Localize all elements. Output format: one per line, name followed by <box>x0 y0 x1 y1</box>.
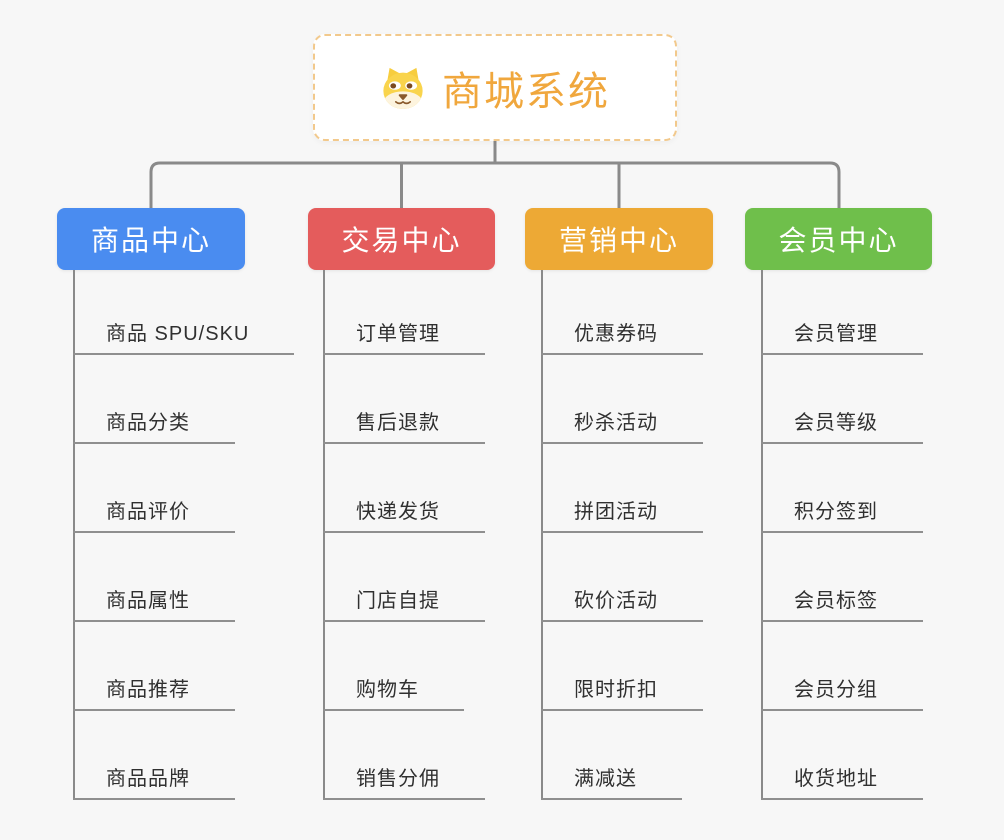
subtopic-node[interactable]: 拼团活动 <box>541 493 703 533</box>
branch-product-center[interactable]: 商品中心 <box>57 208 245 270</box>
subtopic-node[interactable]: 商品 SPU/SKU <box>73 315 295 355</box>
column-line-trade <box>323 270 325 800</box>
subtopic-node[interactable]: 会员标签 <box>761 582 923 622</box>
column-line-member <box>761 270 763 800</box>
subtopic-node[interactable]: 秒杀活动 <box>541 404 703 444</box>
subtopic-node[interactable]: 砍价活动 <box>541 582 703 622</box>
subtopic-node[interactable]: 销售分佣 <box>323 760 485 800</box>
subtopic-node[interactable]: 会员分组 <box>761 671 923 711</box>
column-line-marketing <box>541 270 543 800</box>
subtopic-node[interactable]: 售后退款 <box>323 404 485 444</box>
subtopic-node[interactable]: 限时折扣 <box>541 671 703 711</box>
subtopic-node[interactable]: 积分签到 <box>761 493 923 533</box>
branch-bus-line <box>149 161 841 208</box>
root-topic[interactable]: 商城系统 <box>313 34 677 141</box>
branch-marketing-center[interactable]: 营销中心 <box>525 208 713 270</box>
subtopic-node[interactable]: 收货地址 <box>761 760 923 800</box>
branch-label: 营销中心 <box>558 225 679 256</box>
subtopic-node[interactable]: 优惠券码 <box>541 315 703 355</box>
branch-label: 交易中心 <box>341 225 462 256</box>
dog-face-icon <box>383 67 423 110</box>
branch-label: 商品中心 <box>90 225 211 256</box>
subtopic-node[interactable]: 会员等级 <box>761 404 923 444</box>
column-line-product <box>73 270 75 800</box>
subtopic-node[interactable]: 商品品牌 <box>73 760 235 800</box>
subtopic-node[interactable]: 商品属性 <box>73 582 235 622</box>
branch-label: 会员中心 <box>778 225 899 256</box>
subtopic-node[interactable]: 会员管理 <box>761 315 923 355</box>
subtopic-node[interactable]: 满减送 <box>541 760 682 800</box>
subtopic-node[interactable]: 门店自提 <box>323 582 485 622</box>
subtopic-node[interactable]: 订单管理 <box>323 315 485 355</box>
subtopic-node[interactable]: 商品分类 <box>73 404 235 444</box>
root-topic-title: 商城系统 <box>442 69 610 114</box>
branch-member-center[interactable]: 会员中心 <box>745 208 932 270</box>
branch-trade-center[interactable]: 交易中心 <box>308 208 495 270</box>
subtopic-node[interactable]: 商品评价 <box>73 493 235 533</box>
subtopic-node[interactable]: 商品推荐 <box>73 671 235 711</box>
subtopic-node[interactable]: 快递发货 <box>323 493 485 533</box>
subtopic-node[interactable]: 购物车 <box>323 671 464 711</box>
